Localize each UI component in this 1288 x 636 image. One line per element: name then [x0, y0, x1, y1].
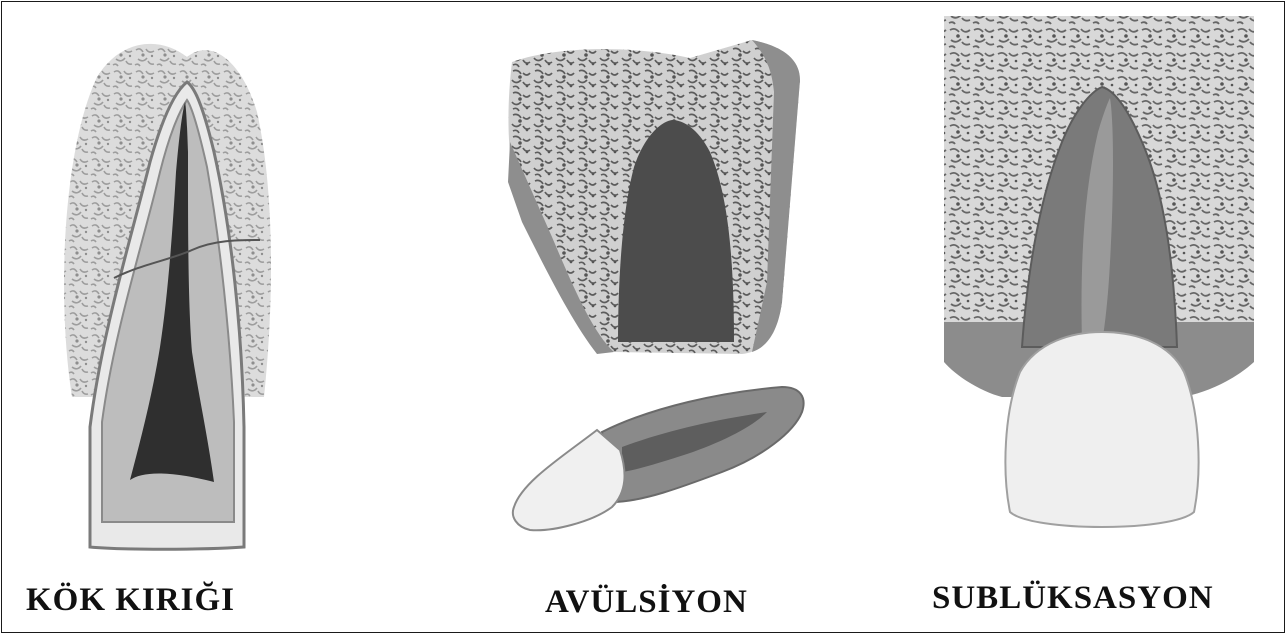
panel-root-fracture: KÖK KIRIĞI [2, 2, 422, 634]
subluxated-crown [1005, 332, 1198, 527]
root-fracture-illustration [2, 2, 422, 562]
panel-label-root-fracture: KÖK KIRIĞI [26, 582, 235, 619]
panel-label-subluxation: SUBLÜKSASYON [932, 580, 1214, 617]
avulsed-tooth-crown [513, 430, 625, 530]
subluxation-illustration [852, 2, 1286, 562]
panel-label-avulsion: AVÜLSİYON [545, 584, 748, 621]
panel-avulsion: AVÜLSİYON [422, 2, 852, 634]
panel-subluxation: SUBLÜKSASYON [852, 2, 1286, 634]
avulsion-illustration [422, 2, 852, 562]
